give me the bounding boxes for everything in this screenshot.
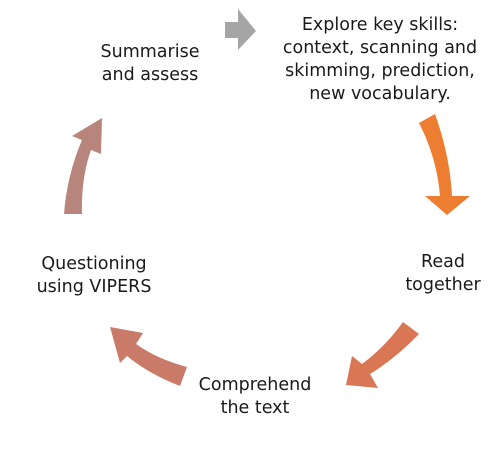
step-line: and assess (101, 65, 199, 85)
step-line: together (405, 275, 481, 295)
arrow-questioning-to-summarise (64, 118, 102, 214)
arrow-read-to-comprehend (346, 322, 419, 388)
step-comprehend-the-text: Comprehend the text (172, 374, 338, 420)
step-line: the text (220, 398, 290, 418)
step-summarise-and-assess: Summarise and assess (70, 41, 230, 87)
step-line: skimming, prediction, (285, 61, 475, 81)
step-line: Explore key skills: (301, 15, 459, 35)
step-line: Questioning (41, 254, 147, 274)
step-read-together: Read together (388, 251, 498, 297)
step-explore-key-skills: Explore key skills: context, scanning an… (262, 14, 498, 106)
arrow-comprehend-to-questioning (110, 327, 187, 386)
step-line: new vocabulary. (309, 84, 451, 104)
step-line: context, scanning and (282, 38, 478, 58)
arrow-explore-to-read (419, 114, 470, 215)
step-line: Read (421, 252, 465, 272)
arrow-summarise-to-explore (225, 9, 256, 50)
step-line: using VIPERS (36, 277, 152, 297)
step-line: Comprehend (198, 375, 312, 395)
step-questioning-using-vipers: Questioning using VIPERS (6, 253, 182, 299)
step-line: Summarise (100, 42, 200, 62)
